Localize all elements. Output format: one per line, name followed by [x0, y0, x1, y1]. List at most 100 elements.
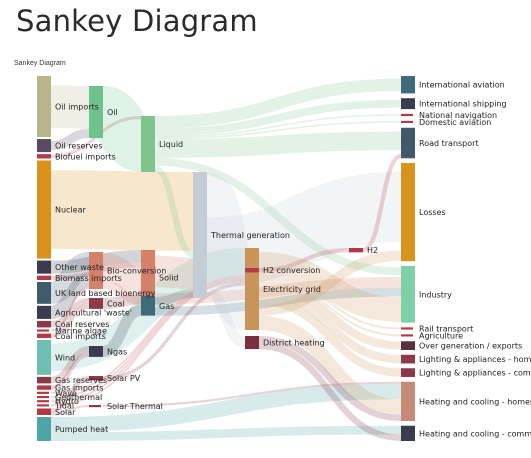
node-label-bio-conversion: Bio-conversion	[107, 267, 166, 276]
link-liquid-to-national_navigation	[154, 114, 402, 138]
node-oil[interactable]	[89, 86, 103, 138]
node-label-heating-commercial: Heating and cooling - commercial	[419, 429, 531, 438]
node-thermal-generation[interactable]	[193, 172, 207, 298]
node-international-shipping[interactable]	[401, 98, 415, 110]
node-label-biomass-imports: Biomass imports	[55, 274, 122, 283]
node-label-coal: Coal	[107, 299, 125, 308]
link-bio_conversion-to-solid	[101, 252, 143, 294]
node-uk-land-bioenergy[interactable]	[37, 282, 51, 304]
node-road-transport[interactable]	[401, 127, 415, 159]
node-rail-transport[interactable]	[401, 327, 413, 330]
link-bio_conversion-to-gas	[102, 280, 142, 305]
node-national-navigation[interactable]	[401, 113, 413, 117]
node-biomass-imports[interactable]	[37, 275, 51, 281]
node-label-over-generation: Over generation / exports	[419, 342, 522, 351]
node-label-coal-reserves: Coal reserves	[55, 320, 109, 329]
node-heating-homes[interactable]	[401, 381, 415, 421]
node-agricultural-waste[interactable]	[37, 305, 51, 319]
node-coal[interactable]	[89, 298, 103, 309]
node-label-international-shipping: International shipping	[419, 100, 507, 109]
node-over-generation[interactable]	[401, 341, 415, 350]
node-label-coal-imports: Coal imports	[55, 332, 106, 341]
node-label-h2: H2	[367, 246, 378, 255]
node-label-liquid: Liquid	[159, 140, 183, 149]
link-hydro-to-electricity_grid	[50, 278, 246, 403]
node-label-road-transport: Road transport	[419, 139, 479, 148]
node-marine-algae[interactable]	[37, 329, 49, 332]
node-label-geothermal: Geothermal	[55, 393, 102, 402]
link-district_heating-to-heating_commercial	[258, 342, 402, 441]
node-bio-conversion[interactable]	[89, 252, 103, 290]
node-international-aviation[interactable]	[401, 76, 415, 94]
node-label-ngas: Ngas	[107, 347, 127, 356]
node-gas[interactable]	[141, 296, 155, 316]
link-electricity_grid-to-over_generation	[258, 280, 402, 350]
node-coal-imports[interactable]	[37, 333, 51, 338]
node-solar[interactable]	[37, 408, 51, 416]
node-solid[interactable]	[141, 250, 155, 305]
node-lighting-commercial[interactable]	[401, 368, 415, 377]
node-gas-imports[interactable]	[37, 385, 51, 390]
node-h2-conversion[interactable]	[245, 268, 259, 273]
node-gas-reserves[interactable]	[37, 376, 51, 384]
node-wave[interactable]	[37, 391, 49, 394]
link-liquid-to-thermal_generation	[153, 165, 195, 258]
node-lighting-homes[interactable]	[401, 354, 415, 364]
node-agriculture[interactable]	[401, 334, 413, 337]
node-label-pumped-heat: Pumped heat	[55, 425, 108, 434]
node-electricity-grid[interactable]	[245, 248, 259, 330]
link-electricity_grid-to-agriculture	[258, 278, 402, 337]
node-label-heating-homes: Heating and cooling - homes	[419, 397, 531, 406]
link-nuclear-to-thermal_generation	[50, 170, 194, 251]
node-oil-imports[interactable]	[37, 76, 51, 138]
node-oil-reserves[interactable]	[37, 139, 51, 153]
link-thermal_generation-to-losses	[206, 171, 402, 288]
link-liquid-to-international_aviation	[154, 78, 402, 129]
node-label-international-aviation: International aviation	[419, 81, 505, 90]
node-pumped-heat[interactable]	[37, 417, 51, 441]
node-label-thermal-generation: Thermal generation	[210, 231, 290, 240]
node-losses[interactable]	[401, 163, 415, 262]
node-label-uk-land-bioenergy: UK land based bioenergy	[55, 289, 155, 298]
node-label-biofuel-imports: Biofuel imports	[55, 152, 116, 161]
link-coal_reserves-to-coal	[50, 298, 90, 328]
link-solid-to-thermal_generation	[154, 255, 194, 290]
link-coal_imports-to-coal	[50, 304, 90, 338]
node-label-national-navigation: National navigation	[419, 111, 497, 120]
link-gas_reserves-to-ngas	[50, 346, 90, 384]
node-industry[interactable]	[401, 265, 415, 323]
node-label-oil-imports: Oil imports	[55, 103, 99, 112]
node-label-industry: Industry	[419, 290, 452, 299]
node-other-waste[interactable]	[37, 260, 51, 274]
node-tidal[interactable]	[37, 404, 49, 407]
node-coal-reserves[interactable]	[37, 320, 51, 328]
node-nuclear[interactable]	[37, 160, 51, 259]
node-domestic-aviation[interactable]	[401, 120, 413, 124]
node-label-solar-pv: Solar PV	[107, 374, 141, 383]
node-solar-pv[interactable]	[89, 376, 103, 381]
link-uk_land_bioenergy-to-bio_conversion	[49, 252, 91, 304]
link-electricity_grid-to-rail_transport	[258, 276, 402, 330]
node-heating-commercial[interactable]	[401, 425, 415, 441]
link-h2-to-road_transport	[362, 153, 402, 253]
node-district-heating[interactable]	[245, 336, 259, 350]
link-agricultural_waste-to-bio_conversion	[49, 273, 91, 319]
node-label-wind: Wind	[55, 353, 75, 362]
node-ngas[interactable]	[89, 346, 103, 357]
link-electricity_grid-to-heating_homes	[258, 315, 402, 414]
node-biofuel-imports[interactable]	[37, 154, 51, 159]
sankey-links	[49, 78, 402, 441]
link-liquid-to-road_transport	[154, 131, 402, 159]
node-solar-thermal[interactable]	[89, 405, 101, 408]
node-label-nuclear: Nuclear	[55, 206, 87, 215]
node-h2[interactable]	[349, 248, 363, 253]
node-label-gas-imports: Gas imports	[55, 384, 103, 393]
node-wind[interactable]	[37, 339, 51, 375]
node-hydro[interactable]	[37, 400, 49, 403]
sankey-nodes	[37, 76, 415, 441]
link-solar_pv-to-electricity_grid	[102, 282, 246, 380]
link-liquid-to-domestic_aviation	[154, 121, 402, 140]
node-liquid[interactable]	[141, 116, 155, 172]
node-geothermal[interactable]	[37, 395, 49, 399]
